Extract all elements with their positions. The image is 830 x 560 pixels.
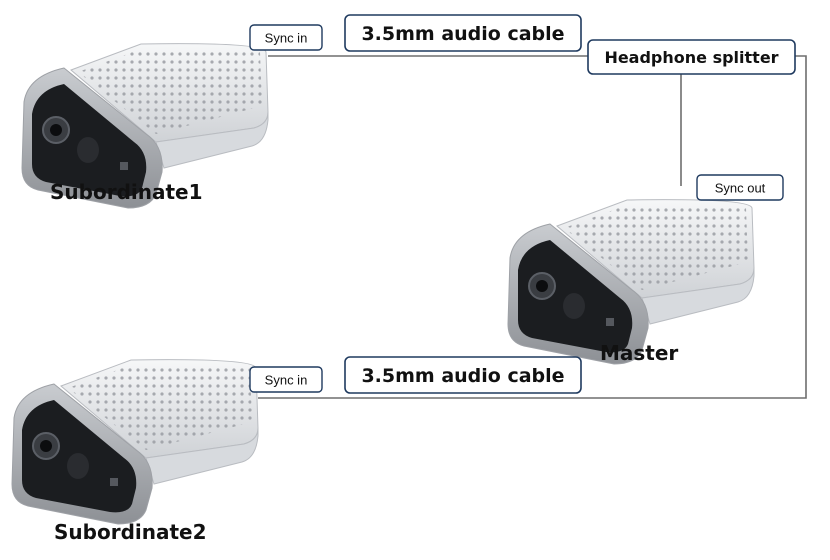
camera-subordinate2: [11, 358, 259, 525]
subordinate2-label: Subordinate2: [54, 520, 207, 544]
sync-in-bottom-label: Sync in: [265, 373, 308, 388]
wire-splitter-to-subordinate2: [258, 55, 807, 399]
cable-bottom-label: 3.5mm audio cable: [361, 365, 564, 387]
sync-in-top-label: Sync in: [265, 31, 308, 46]
sync-out-port: Sync out: [696, 174, 784, 201]
master-label: Master: [600, 341, 679, 365]
headphone-splitter: Headphone splitter: [587, 39, 796, 75]
wire-right-loop: [258, 55, 807, 399]
sync-out-label: Sync out: [715, 181, 766, 196]
cable-bottom: 3.5mm audio cable: [344, 356, 582, 394]
sync-in-bottom-port: Sync in: [249, 366, 323, 393]
subordinate1-label: Subordinate1: [50, 180, 203, 204]
sync-in-top-port: Sync in: [249, 24, 323, 51]
camera-master: [507, 198, 755, 365]
cable-top-label: 3.5mm audio cable: [361, 23, 564, 45]
headphone-splitter-label: Headphone splitter: [604, 48, 778, 67]
cable-top: 3.5mm audio cable: [344, 14, 582, 52]
